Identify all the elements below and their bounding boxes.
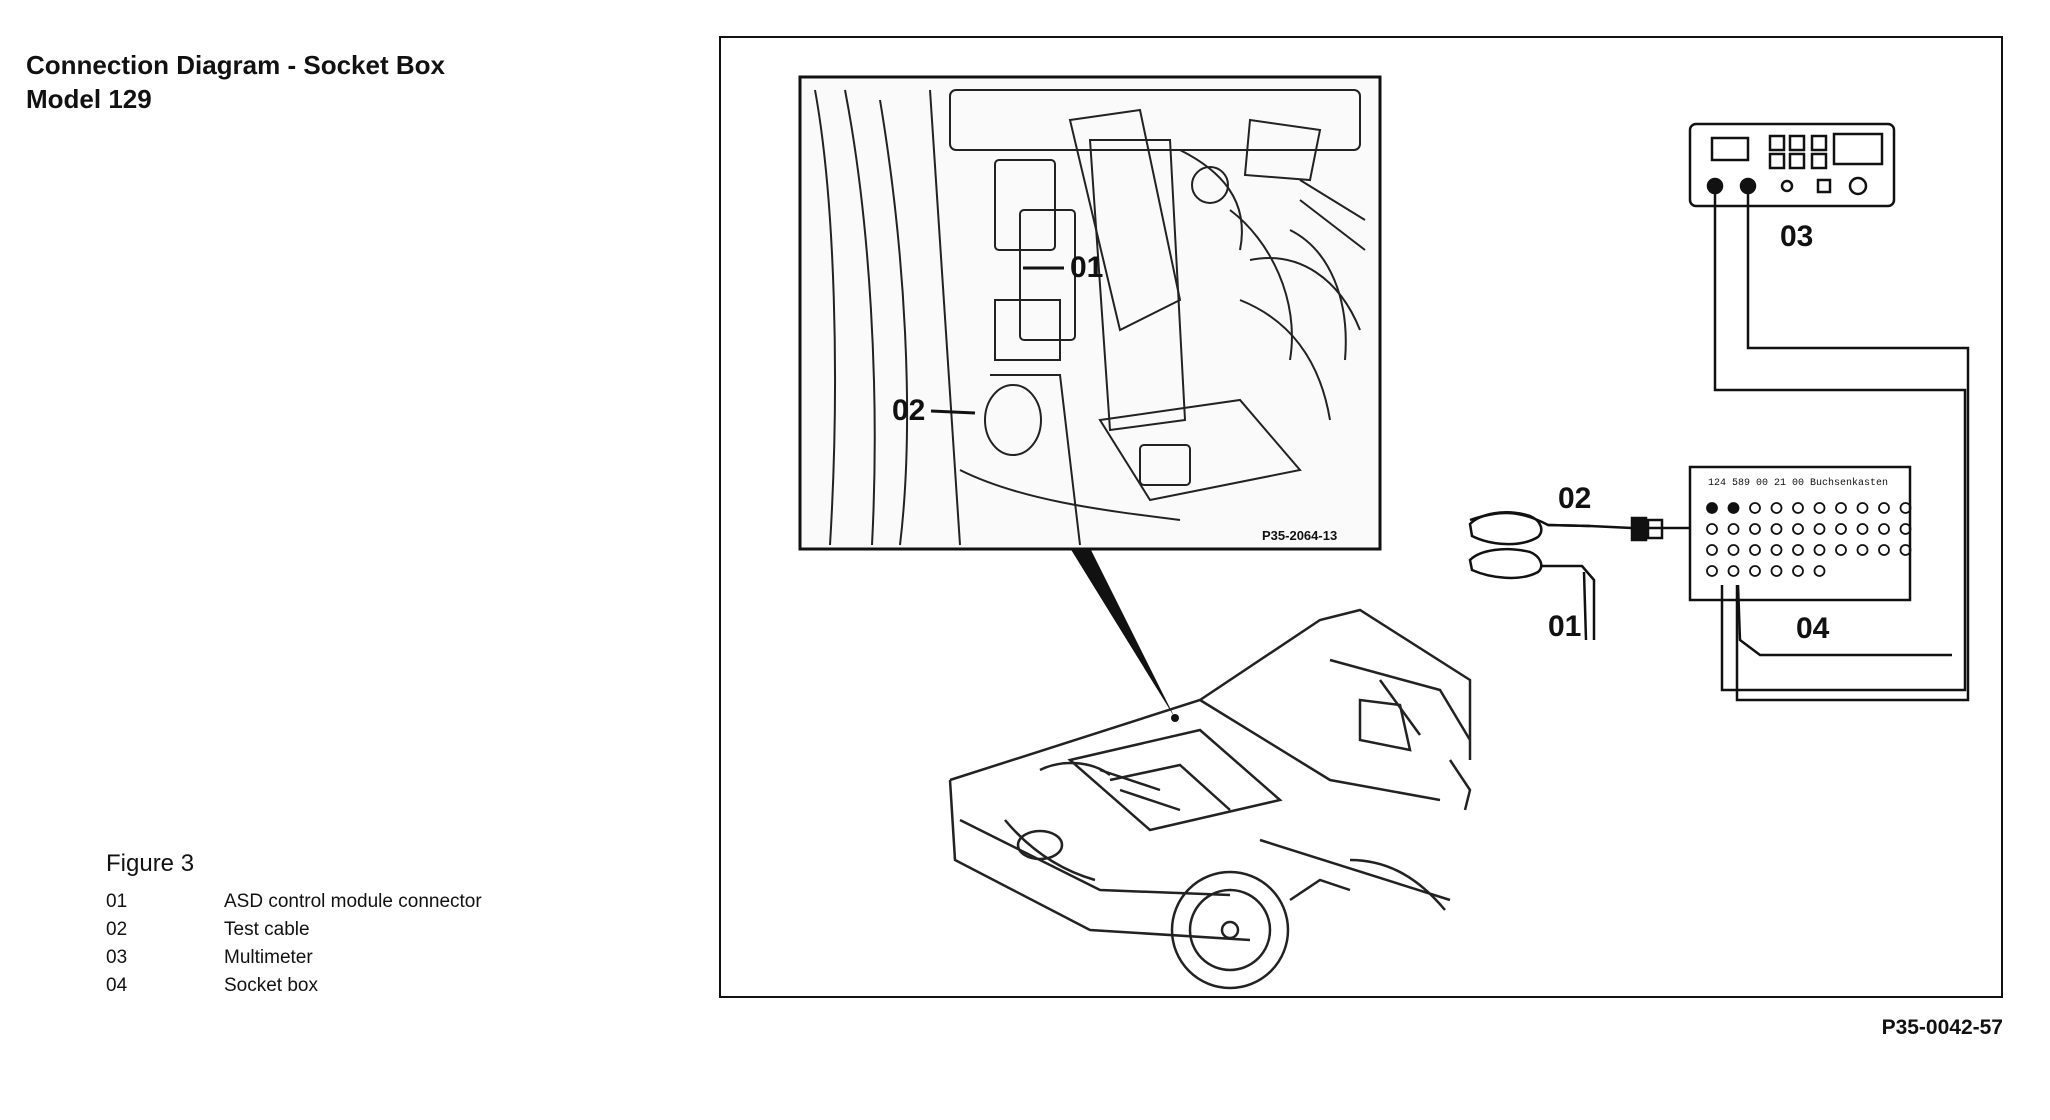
test-cable-callout: 02 <box>1558 482 1591 515</box>
legend-number: 02 <box>106 919 128 940</box>
socket-box <box>1688 465 1912 602</box>
socket-pin <box>1727 502 1740 514</box>
legend-item: 04 Socket box <box>106 972 482 1000</box>
car-illustration <box>948 608 1472 990</box>
legend-item: 01 ASD control module connector <box>106 888 482 916</box>
legend-number: 03 <box>106 947 128 968</box>
test-cable <box>1468 511 1690 641</box>
socket-pin <box>1770 502 1783 514</box>
socket-pin <box>1878 502 1890 514</box>
inset-code: P35-2064-13 <box>1262 528 1337 543</box>
multimeter <box>1688 122 1896 208</box>
socket-pin <box>1899 523 1912 535</box>
multimeter-callout: 03 <box>1780 220 1813 253</box>
socket-pin <box>1813 502 1826 514</box>
socket-pin <box>1706 544 1718 556</box>
legend-item: 03 Multimeter <box>106 944 482 972</box>
measurement-leads <box>1713 193 1970 702</box>
engine-compartment-inset: 01 02 P35-2064-13 <box>798 75 1382 551</box>
legend-label: Test cable <box>224 919 310 940</box>
figure-legend: Figure 3 01 ASD control module connector… <box>106 850 482 1000</box>
socket-pin <box>1835 502 1847 514</box>
socket-pin <box>1835 544 1847 556</box>
socket-pin <box>1792 502 1804 514</box>
socket-pin <box>1899 502 1912 514</box>
socket-pin <box>1856 523 1869 535</box>
socket-pin <box>1706 565 1718 577</box>
legend-number: 01 <box>106 891 128 912</box>
socket-pin <box>1856 544 1869 556</box>
legend-number: 04 <box>106 975 128 996</box>
figure-code: P35-0042-57 <box>1881 1016 2003 1039</box>
socket-pin <box>1899 544 1912 556</box>
socket-pin <box>1856 502 1869 514</box>
socket-pin <box>1792 565 1804 577</box>
socket-pin <box>1749 544 1761 556</box>
socket-pin <box>1770 523 1783 535</box>
socket-pin <box>1878 523 1890 535</box>
legend-label: Socket box <box>224 975 318 996</box>
legend-label: Multimeter <box>224 947 313 968</box>
socket-array <box>1706 502 1912 577</box>
inset-pointer <box>1070 548 1175 718</box>
inset-callout-02: 02 <box>892 394 925 427</box>
socket-pin <box>1792 544 1804 556</box>
socket-pin <box>1770 544 1783 556</box>
socket-pin <box>1878 544 1890 556</box>
socket-pin <box>1770 565 1783 577</box>
socket-pin <box>1749 502 1761 514</box>
socket-pin <box>1813 523 1826 535</box>
page-title: Connection Diagram - Socket Box Model 12… <box>26 48 445 116</box>
socket-pin <box>1706 523 1718 535</box>
socket-pin <box>1706 502 1718 514</box>
socket-pin <box>1749 523 1761 535</box>
socket-pin <box>1813 565 1826 577</box>
legend-item: 02 Test cable <box>106 916 482 944</box>
socket-pin <box>1727 565 1740 577</box>
socket-box-callout: 04 <box>1796 612 1830 645</box>
title-line-2: Model 129 <box>26 84 152 114</box>
inset-callout-01: 01 <box>1070 251 1103 284</box>
socket-pin <box>1792 523 1804 535</box>
socket-pin <box>1813 544 1826 556</box>
legend-heading: Figure 3 <box>106 850 195 877</box>
legend-label: ASD control module connector <box>224 891 482 912</box>
socket-pin <box>1727 544 1740 556</box>
socket-box-label: 124 589 00 21 00 Buchsenkasten <box>1708 477 1888 489</box>
title-line-1: Connection Diagram - Socket Box <box>26 50 445 80</box>
connector-callout: 01 <box>1548 610 1581 643</box>
socket-pin <box>1727 523 1740 535</box>
socket-pin <box>1835 523 1847 535</box>
socket-pin <box>1749 565 1761 577</box>
diagram-frame <box>719 36 2003 998</box>
